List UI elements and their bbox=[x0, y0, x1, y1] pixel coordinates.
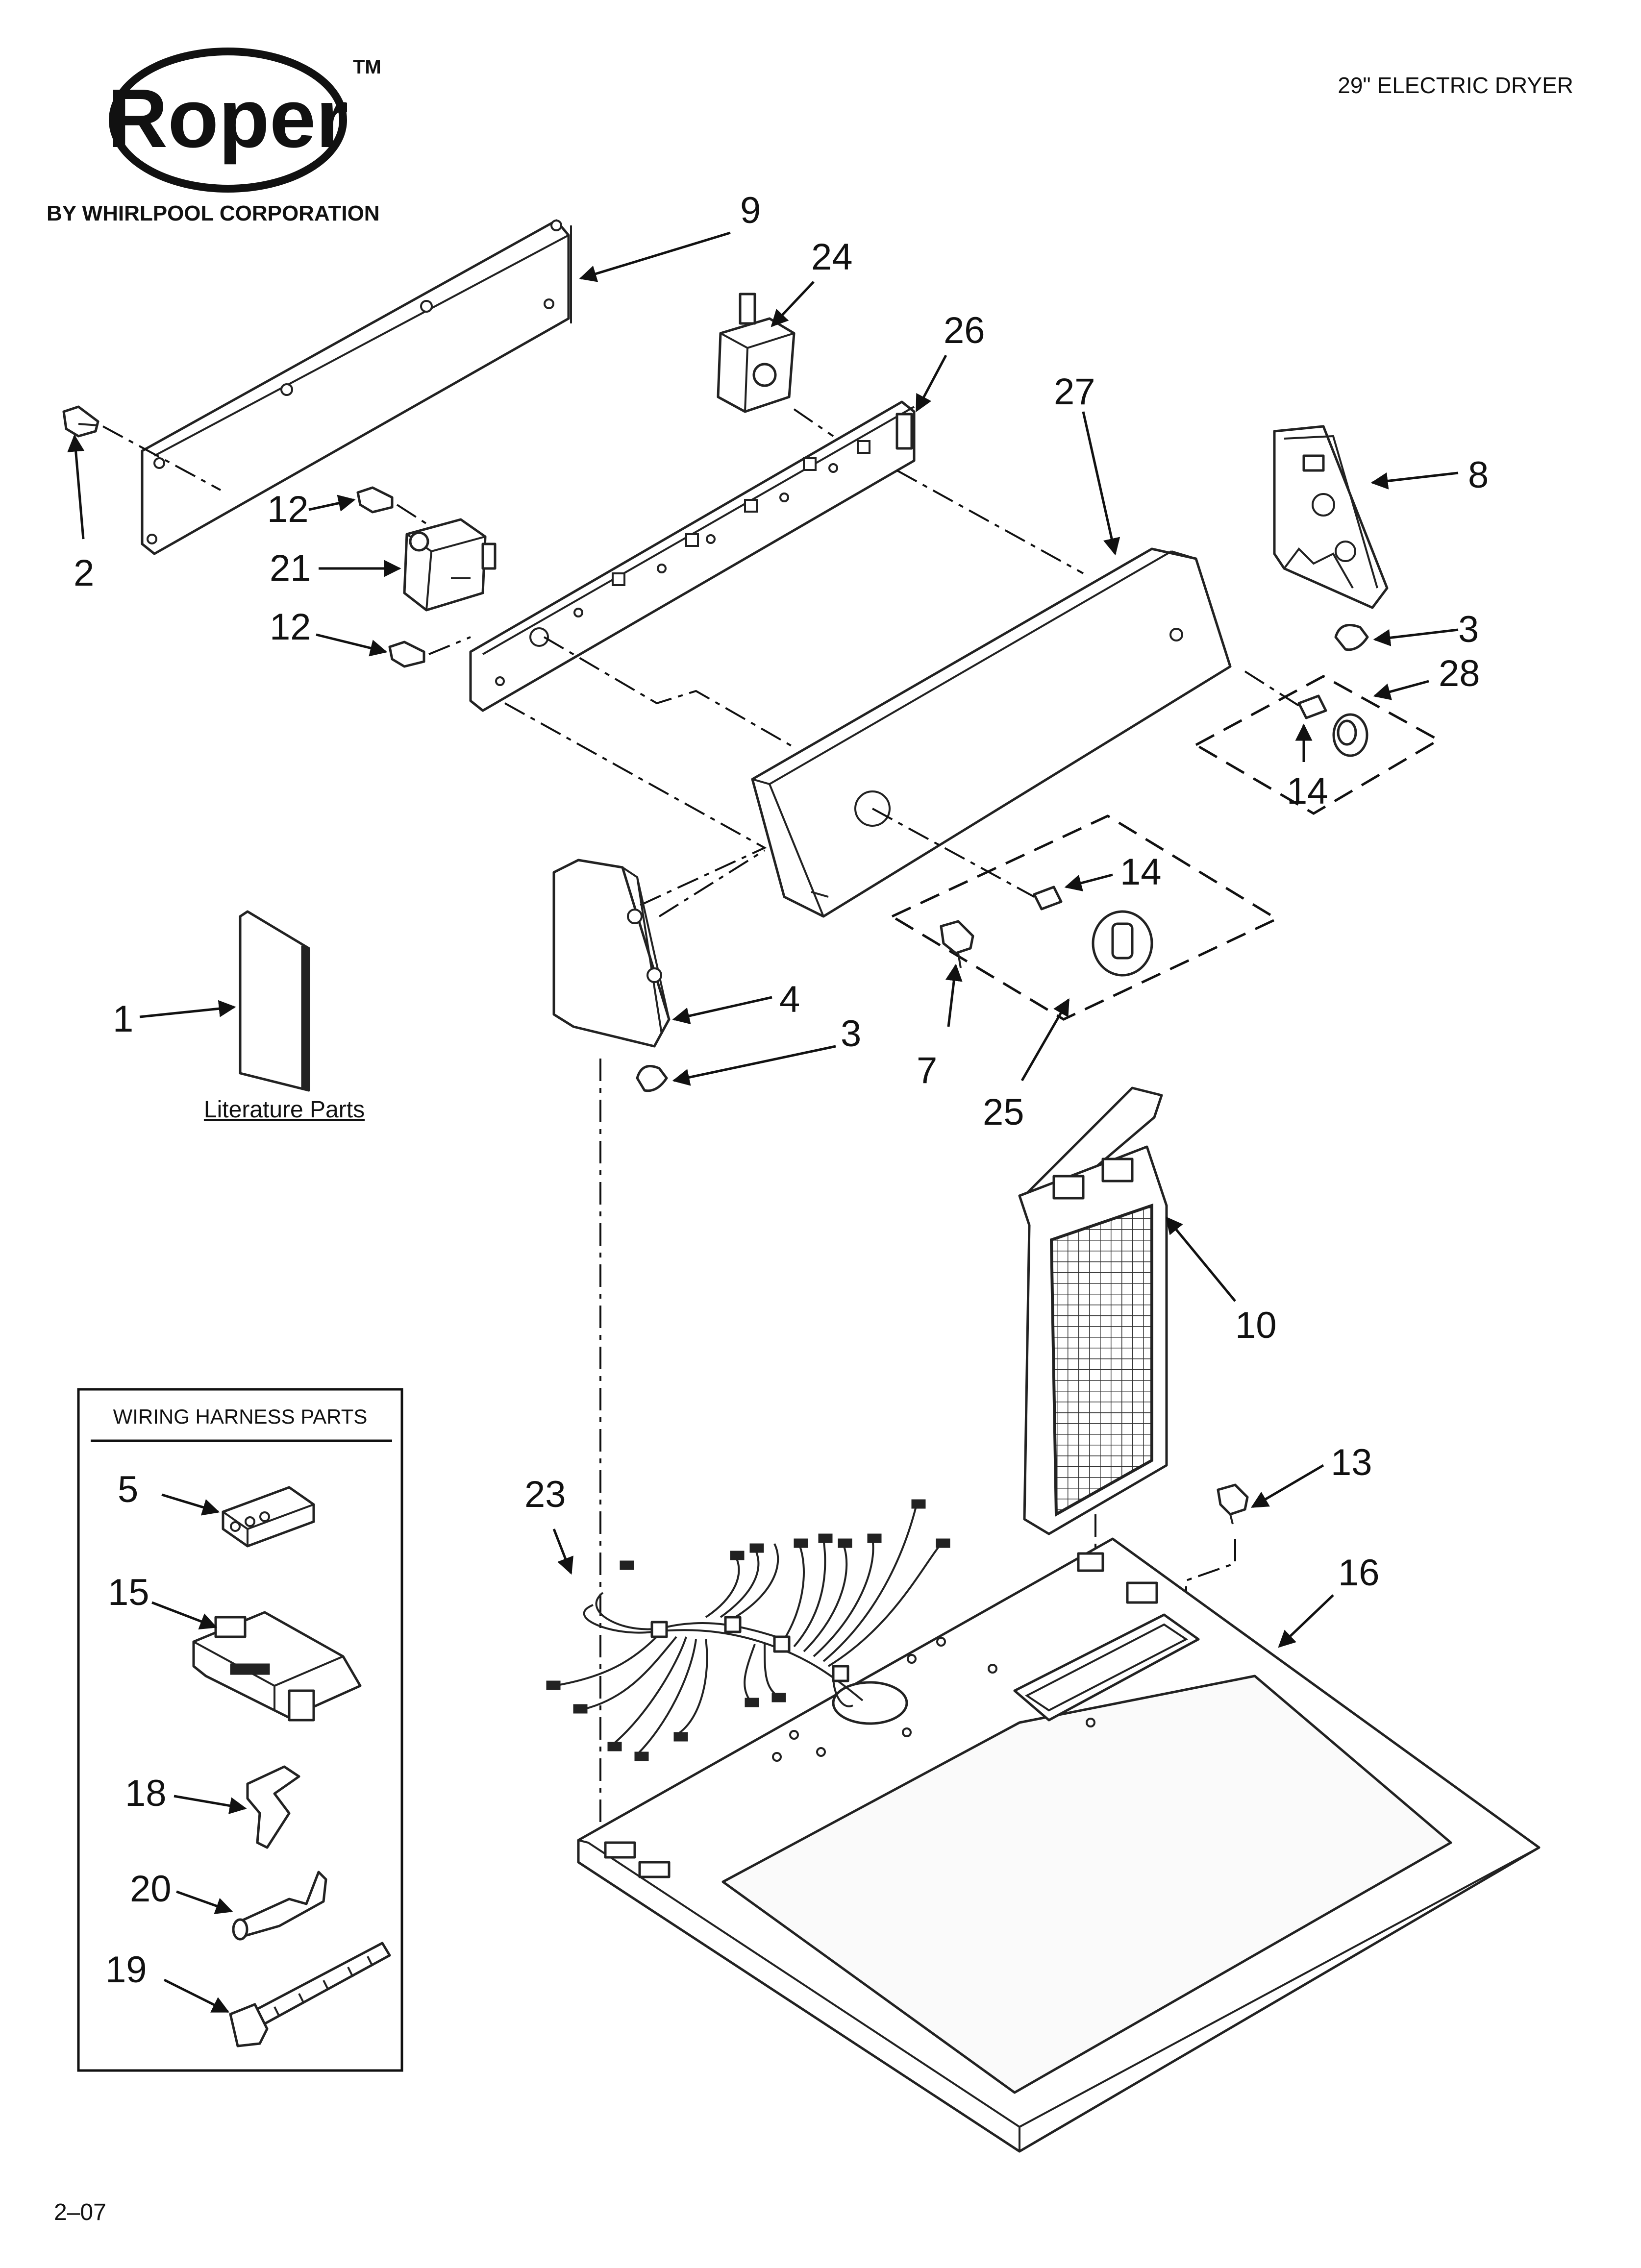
trademark-mark: TM bbox=[353, 56, 381, 78]
leader-7 bbox=[945, 963, 963, 1027]
lint-screen-part-10 bbox=[1018, 1086, 1168, 1535]
leader-3-right bbox=[1373, 628, 1459, 646]
leader-24 bbox=[771, 281, 815, 327]
clip-part-18 bbox=[246, 1765, 300, 1849]
wiring-box-title: WIRING HARNESS PARTS bbox=[113, 1405, 368, 1428]
callout-23: 23 bbox=[524, 1474, 566, 1515]
callout-24: 24 bbox=[811, 236, 853, 278]
screw-part-13 bbox=[1217, 1483, 1249, 1525]
leader-13 bbox=[1250, 1464, 1324, 1508]
leader-20 bbox=[176, 1890, 233, 1914]
callout-20: 20 bbox=[130, 1868, 172, 1910]
clip-part-3-right bbox=[1334, 624, 1369, 651]
leader-3-left bbox=[672, 1045, 836, 1086]
knob-part-25 bbox=[1092, 910, 1153, 977]
callout-19: 19 bbox=[105, 1949, 147, 1991]
console-end-cap-left bbox=[552, 859, 671, 1048]
leader-15 bbox=[151, 1601, 218, 1630]
knob-insert-14-right bbox=[1297, 694, 1327, 719]
brand-byline: BY WHIRLPOOL CORPORATION bbox=[47, 201, 380, 225]
roper-logo: Roper TM bbox=[107, 48, 381, 193]
knob-kit-28-box bbox=[1193, 675, 1442, 815]
knob-kit-25-box bbox=[889, 814, 1280, 1021]
callout-14-right: 14 bbox=[1287, 770, 1328, 812]
terminal-block-part-15 bbox=[192, 1611, 362, 1722]
callout-4: 4 bbox=[779, 979, 800, 1020]
callout-13: 13 bbox=[1331, 1442, 1372, 1483]
connector-part-5 bbox=[222, 1486, 315, 1548]
leader-12-lower bbox=[316, 633, 388, 657]
timer-part-21 bbox=[403, 518, 497, 612]
leader-25 bbox=[1020, 998, 1070, 1082]
callout-9: 9 bbox=[740, 190, 761, 231]
leader-28 bbox=[1373, 680, 1429, 700]
callout-3-right: 3 bbox=[1458, 609, 1479, 650]
leader-9 bbox=[579, 231, 731, 282]
callout-21: 21 bbox=[270, 547, 311, 589]
callout-25: 25 bbox=[983, 1091, 1024, 1133]
console-end-cap-right bbox=[1273, 425, 1389, 609]
leader-27 bbox=[1082, 411, 1120, 556]
callout-15: 15 bbox=[108, 1572, 149, 1613]
console-rear-bracket bbox=[141, 219, 572, 555]
dryer-top-panel bbox=[577, 1537, 1541, 2153]
callout-18: 18 bbox=[125, 1773, 167, 1814]
literature-parts-label: Literature Parts bbox=[204, 1097, 365, 1123]
leader-4 bbox=[672, 996, 772, 1025]
wiring-harness-part-23 bbox=[546, 1499, 950, 1761]
leader-12-upper bbox=[308, 494, 356, 512]
callout-14-center: 14 bbox=[1120, 851, 1162, 893]
clip-part-3-left bbox=[636, 1065, 668, 1092]
callout-16: 16 bbox=[1338, 1552, 1380, 1594]
screw-part-12-upper bbox=[356, 486, 394, 514]
knob-insert-14-center bbox=[1033, 886, 1063, 911]
leader-8 bbox=[1370, 471, 1459, 490]
cable-tie-part-19 bbox=[229, 1942, 391, 2047]
callout-10: 10 bbox=[1235, 1305, 1277, 1346]
leader-14-center bbox=[1064, 873, 1113, 891]
leader-1 bbox=[139, 1000, 236, 1018]
callout-27: 27 bbox=[1054, 371, 1095, 413]
leader-16 bbox=[1278, 1594, 1334, 1648]
brand-name: Roper bbox=[107, 72, 348, 165]
leader-10 bbox=[1165, 1216, 1236, 1302]
callout-3-left: 3 bbox=[841, 1013, 861, 1055]
callout-1: 1 bbox=[113, 998, 133, 1040]
callout-28: 28 bbox=[1439, 653, 1480, 694]
callout-8: 8 bbox=[1468, 454, 1489, 496]
leader-23 bbox=[552, 1528, 573, 1575]
screw-part-12-lower bbox=[388, 641, 425, 668]
callout-12-lower: 12 bbox=[270, 606, 311, 648]
switch-part-24 bbox=[717, 293, 796, 413]
leader-18 bbox=[174, 1795, 247, 1814]
terminal-part-20 bbox=[232, 1871, 327, 1941]
wiring-harness-parts-box: WIRING HARNESS PARTS 5 15 18 bbox=[77, 1388, 403, 2072]
callout-2: 2 bbox=[74, 552, 94, 594]
knob-part-28 bbox=[1332, 713, 1368, 757]
callout-26: 26 bbox=[944, 310, 985, 351]
literature-booklet bbox=[239, 910, 310, 1092]
callout-7: 7 bbox=[917, 1050, 937, 1091]
leader-5 bbox=[161, 1493, 220, 1516]
leader-19 bbox=[163, 1978, 230, 2013]
leader-26 bbox=[915, 354, 947, 413]
screw-part-2 bbox=[62, 405, 99, 438]
date-code: 2–07 bbox=[54, 2199, 106, 2225]
screw-part-7 bbox=[940, 920, 974, 968]
leader-2 bbox=[67, 434, 85, 540]
callout-12-upper: 12 bbox=[267, 489, 309, 530]
control-mounting-bracket bbox=[469, 400, 916, 712]
callout-5: 5 bbox=[118, 1469, 138, 1510]
model-title: 29" ELECTRIC DRYER bbox=[1338, 73, 1573, 98]
